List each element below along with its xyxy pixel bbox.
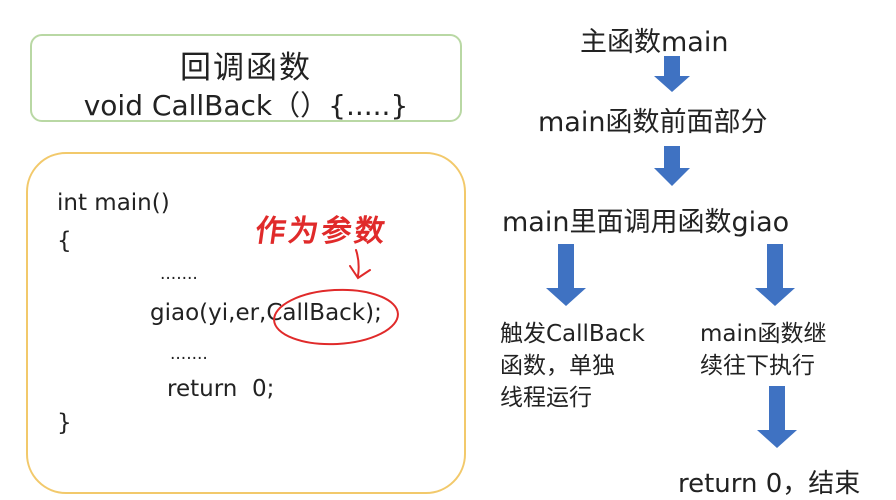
flow-step-call-giao: main里面调用函数giao	[502, 207, 790, 238]
code-line-main: int main()	[57, 190, 170, 216]
code-line-ellipsis-1: .......	[160, 264, 198, 284]
flow-step-main: 主函数main	[580, 27, 729, 58]
main-code-box	[26, 152, 466, 494]
flow-arrow-right-branch	[755, 244, 795, 306]
callback-title: 回调函数	[180, 50, 312, 86]
flow-branch-continue: main函数继 续往下执行	[700, 321, 827, 379]
callback-definition-box: 回调函数 void CallBack（）{.....}	[30, 34, 462, 122]
code-line-giao-call: giao(yi,er,CallBack);	[150, 300, 382, 326]
callback-signature: void CallBack（）{.....}	[83, 89, 409, 122]
code-line-open-brace: {	[57, 228, 72, 254]
flow-arrow-to-end	[757, 386, 797, 448]
code-line-ellipsis-2: .......	[170, 344, 208, 364]
flow-arrow-1	[654, 56, 690, 92]
flow-arrow-left-branch	[546, 244, 586, 306]
flow-step-end: return 0，结束	[678, 469, 861, 499]
annotation-pointer-arrow	[349, 249, 371, 280]
callback-highlight-circle	[273, 288, 399, 346]
flow-branch-callback: 触发CallBack 函数，单独 线程运行	[500, 321, 645, 411]
flow-step-main-front: main函数前面部分	[538, 107, 768, 138]
code-line-close-brace: }	[57, 410, 72, 436]
code-line-return: return 0;	[167, 376, 275, 402]
flow-arrow-2	[654, 146, 690, 186]
